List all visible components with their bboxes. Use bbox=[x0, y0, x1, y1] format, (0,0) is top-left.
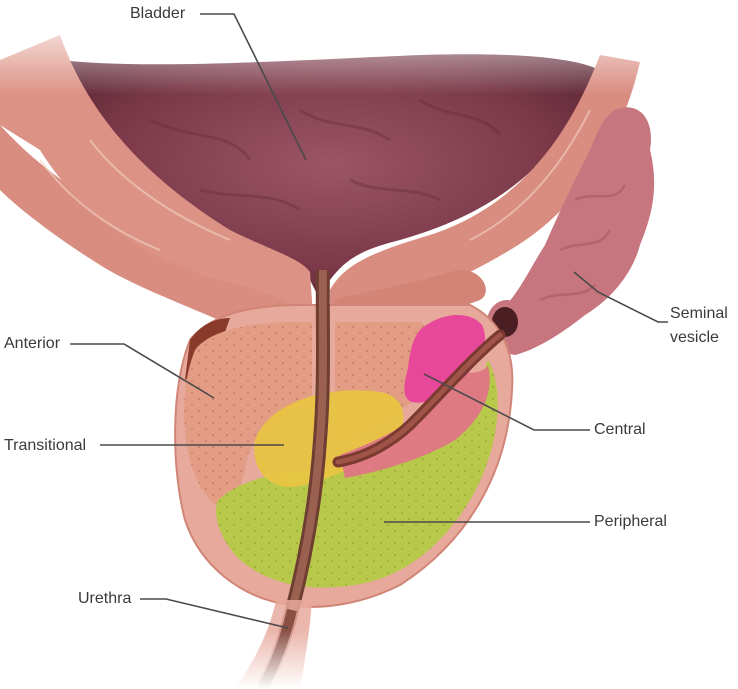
label-peripheral: Peripheral bbox=[594, 512, 667, 531]
label-anterior: Anterior bbox=[4, 334, 60, 353]
label-seminal-vesicle-line2: vesicle bbox=[670, 328, 719, 347]
leader-urethra bbox=[140, 599, 288, 628]
label-central: Central bbox=[594, 420, 646, 439]
label-seminal-vesicle-line1: Seminal bbox=[670, 304, 728, 323]
label-bladder: Bladder bbox=[130, 4, 185, 23]
label-transitional: Transitional bbox=[4, 436, 86, 455]
label-urethra: Urethra bbox=[78, 589, 131, 608]
